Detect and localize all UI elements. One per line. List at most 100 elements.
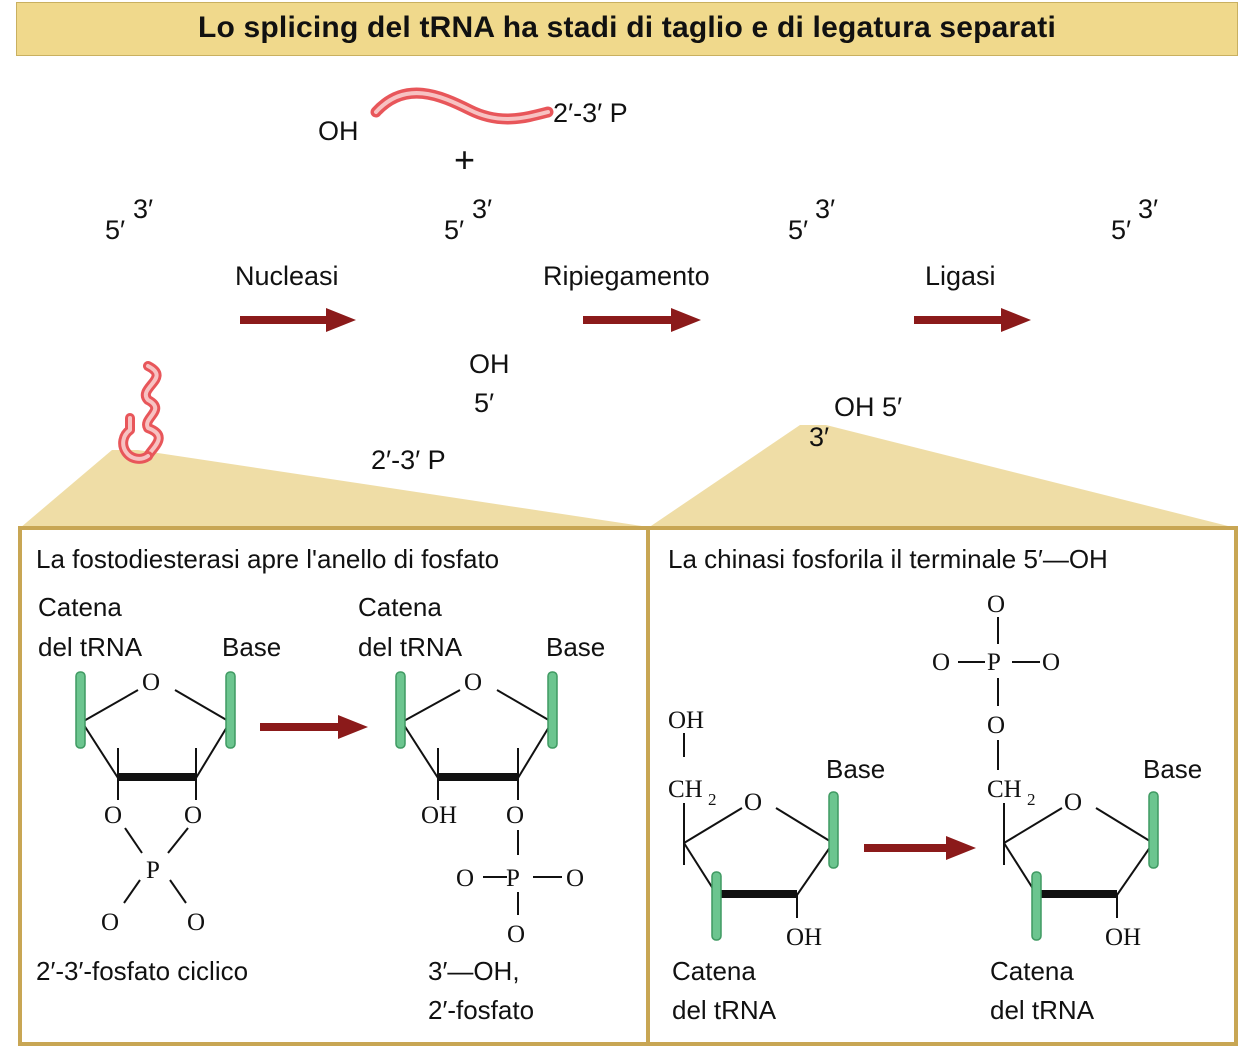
o-2prime-1: O [104, 802, 122, 829]
ch-sub-r1: 2 [708, 790, 717, 809]
trna2-three-prime: 3′ [472, 194, 492, 224]
zoom-wedge-left [20, 450, 655, 528]
trna2-five-prime-b: 5′ [474, 388, 494, 418]
ring-oxygen-r1: O [744, 789, 762, 816]
chain-label-left-1b: del tRNA [38, 632, 143, 662]
trna-mature-t-arm [1156, 300, 1249, 348]
chain-label-right-1a: Catena [672, 956, 756, 986]
o-left-2: O [456, 865, 474, 892]
chain-label-right-1b: del tRNA [672, 995, 777, 1025]
caption-cyclic: 2′-3′-fosfato ciclico [36, 956, 248, 986]
caption-open-2: 2′-fosfato [428, 995, 534, 1025]
ring-oxygen-1: O [142, 669, 160, 696]
o-3prime-1: O [184, 802, 202, 829]
trna-cleaved-t-arm-highlight [487, 300, 580, 348]
caption-open-1: 3′—OH, [428, 956, 520, 986]
o-bottom-2: O [507, 921, 525, 948]
trna-mature-anticodon-arm [1135, 348, 1159, 436]
trna-precursor-d-arm-highlight [28, 300, 130, 348]
chain-bar-right-1 [711, 871, 722, 941]
oh-3prime-r2: OH [1105, 924, 1141, 951]
label-nucleasi: Nucleasi [235, 261, 339, 291]
chain-bar-right-2 [1031, 871, 1042, 941]
page-title: Lo splicing del tRNA ha stadi di taglio … [197, 11, 1057, 44]
right-panel-frame [646, 526, 1238, 1046]
o-left-1: O [101, 909, 119, 936]
plus-sign: + [454, 139, 475, 180]
trna-precursor-t-arm-highlight [148, 300, 241, 348]
oh-3prime-r1: OH [786, 924, 822, 951]
step-arrow-ligasi [914, 308, 1031, 332]
trna-mature-d-arm [1036, 300, 1138, 348]
trna-precursor-t-arm [148, 300, 241, 348]
trna-mature-d-arm-highlight [1036, 300, 1138, 348]
base-bar-right-1 [828, 791, 839, 869]
trna-precursor-intron-loop-highlight [121, 416, 150, 461]
chain-label-left-2a: Catena [358, 592, 442, 622]
trna-refolded-t-arm [832, 300, 925, 348]
trna-cleaved-t-arm [487, 300, 580, 348]
trna4-three-prime: 3′ [1138, 194, 1158, 224]
trna2-end-label: 2′-3′ P [371, 445, 446, 475]
label-ripiegamento: Ripiegamento [543, 261, 710, 291]
step-arrow-ripiegamento [583, 308, 701, 332]
trna-refolded-anticodon-open-left [798, 348, 814, 416]
trna-refolded [712, 226, 925, 416]
chain-label-right-2a: Catena [990, 956, 1074, 986]
base-bar-left-2 [547, 671, 558, 749]
base-bar-right-2 [1148, 791, 1159, 869]
o-bridge-r2: O [987, 712, 1005, 739]
five-phosphate-molecule [958, 617, 1154, 918]
chain-label-left-1a: Catena [38, 592, 122, 622]
o-right-r2: O [1042, 649, 1060, 676]
cyclic-phosphate-molecule [81, 689, 231, 904]
left-panel-title: La fostodiesterasi apre l'anello di fosf… [36, 544, 499, 574]
trna2-oh: OH [469, 349, 510, 379]
right-panel-title: La chinasi fosforila il terminale 5′—OH [668, 544, 1108, 574]
label-ligasi: Ligasi [925, 261, 996, 291]
step-arrow-nucleasi [240, 308, 356, 332]
o-right-1: O [187, 909, 205, 936]
o-left-r2: O [932, 649, 950, 676]
chain-bar-left-2 [395, 671, 406, 749]
trna-layer [28, 226, 1249, 464]
base-label-right-1: Base [826, 754, 885, 784]
o-2prime-2: O [506, 802, 524, 829]
trna-cleaved-d-arm-highlight [367, 300, 469, 348]
ch-sub-r2: 2 [1027, 790, 1036, 809]
trna3-five-prime: 5′ [788, 215, 808, 245]
trna-refolded-anticodon-open-left-highlight [798, 348, 814, 416]
ch-r1: CH [668, 776, 703, 803]
trna3-three-prime: 3′ [815, 194, 835, 224]
chain-bar-left-1 [75, 671, 86, 749]
base-label-right-2: Base [1143, 754, 1202, 784]
phosphorus-1: P [146, 857, 160, 884]
title-banner: Lo splicing del tRNA ha stadi di taglio … [16, 2, 1238, 56]
trna-precursor-intron-strand-highlight [143, 364, 161, 458]
base-label-left-1: Base [222, 632, 281, 662]
trna3-oh-five: OH 5′ [834, 392, 902, 422]
trna-precursor-d-arm [28, 300, 130, 348]
ring-oxygen-r2: O [1064, 789, 1082, 816]
ch-r2: CH [987, 776, 1022, 803]
trna-refolded-t-arm-highlight [832, 300, 925, 348]
phosphorus-2: P [506, 865, 520, 892]
trna-mature [1036, 226, 1249, 436]
zoom-wedge-right [648, 425, 1236, 528]
trna-mature-anticodon-arm-highlight [1135, 348, 1159, 436]
phosphorus-r2: P [987, 649, 1001, 676]
trna1-five-prime: 5′ [105, 215, 125, 245]
oh-5prime-r1: OH [668, 707, 704, 734]
intron-end-label: 2′-3′ P [553, 98, 628, 128]
left-panel-arrow [260, 715, 368, 739]
open-phosphate-molecule [401, 689, 562, 915]
trna1-three-prime: 3′ [133, 194, 153, 224]
trna-refolded-d-arm-highlight [712, 300, 814, 348]
o-top-r2: O [987, 591, 1005, 618]
released-intron [370, 87, 554, 125]
ring-oxygen-2: O [464, 669, 482, 696]
trna-cleaved-d-arm [367, 300, 469, 348]
right-panel-arrow [864, 836, 976, 860]
trna-mature-t-arm-highlight [1156, 300, 1249, 348]
